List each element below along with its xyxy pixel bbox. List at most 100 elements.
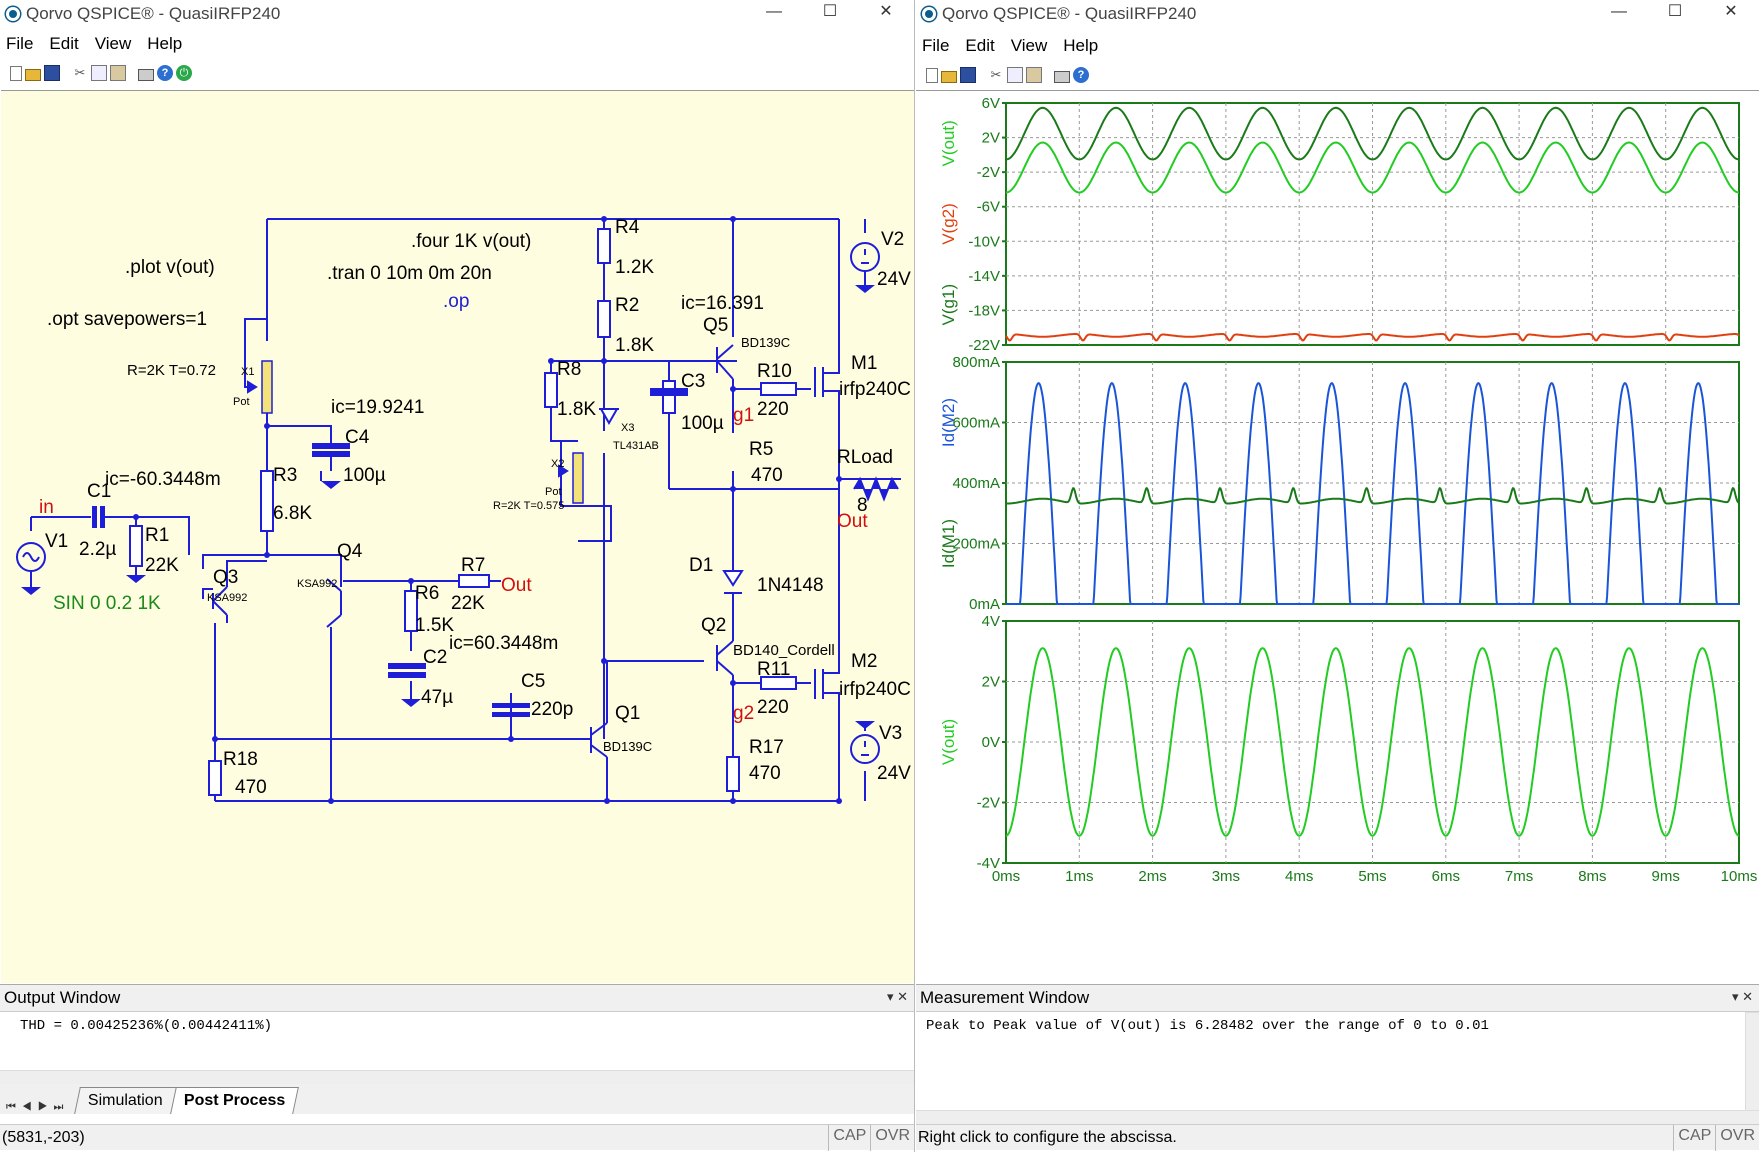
plot-directive[interactable]: .plot v(out) xyxy=(125,257,215,278)
output-window-header: Output Window ▾ ✕ xyxy=(0,984,914,1012)
out-label-2: Out xyxy=(501,575,532,596)
r2-value: 1.8K xyxy=(615,335,654,356)
measurement-vertical-scrollbar[interactable] xyxy=(1745,1012,1759,1112)
output-window-body[interactable]: THD = 0.00425236%(0.00442411%) xyxy=(0,1012,914,1070)
menu-file[interactable]: File xyxy=(922,36,950,55)
cut-icon[interactable]: ✂ xyxy=(990,67,1002,82)
x2-label: X2 xyxy=(551,458,564,470)
q4-model: KSA992 xyxy=(297,578,337,590)
y-tick-label: 200mA xyxy=(952,536,1000,553)
print-icon[interactable] xyxy=(1054,70,1070,83)
minimize-button[interactable]: — xyxy=(766,3,782,20)
m2-label: M2 xyxy=(851,651,877,672)
help-icon[interactable]: ? xyxy=(157,65,173,81)
title-bar: Qorvo QSPICE® - QuasiIRFP240 — ☐ ✕ xyxy=(916,0,1759,28)
menu-edit[interactable]: Edit xyxy=(49,34,79,53)
menu-edit[interactable]: Edit xyxy=(965,36,995,55)
y-tick-label: 2V xyxy=(982,674,1000,691)
help-icon[interactable]: ? xyxy=(1073,67,1089,83)
r3-label: R3 xyxy=(273,465,297,486)
overwrite-indicator: OVR xyxy=(870,1125,914,1151)
d1-model: 1N4148 xyxy=(757,575,824,596)
series-line xyxy=(1005,647,1740,837)
q5-ic-label: ic=16.391 xyxy=(681,293,764,314)
run-simulation-icon[interactable]: ⏻ xyxy=(176,65,192,81)
tran-directive[interactable]: .tran 0 10m 0m 20n xyxy=(327,263,492,284)
thd-output-text: THD = 0.00425236%(0.00442411%) xyxy=(20,1018,273,1034)
toolbar: ✂ ? ⏻ xyxy=(0,60,914,86)
four-directive[interactable]: .four 1K v(out) xyxy=(411,231,531,252)
tab-nav-arrows[interactable]: ⏮◀▶⏭ xyxy=(6,1101,70,1113)
y-tick-label: -10V xyxy=(968,233,1000,250)
save-icon[interactable] xyxy=(44,65,60,81)
status-bar: Right click to configure the abscissa. C… xyxy=(916,1124,1759,1151)
minimize-button[interactable]: — xyxy=(1611,3,1627,20)
v3-value: 24V xyxy=(877,763,911,784)
tab-post-process[interactable]: Post Process xyxy=(170,1087,300,1114)
r1-value: 22K xyxy=(145,555,179,576)
y-tick-label: 6V xyxy=(982,95,1000,112)
out-node-label: Out xyxy=(837,511,868,532)
v1-source-spec: SIN 0 0.2 1K xyxy=(53,593,161,614)
maximize-button[interactable]: ☐ xyxy=(1667,3,1683,20)
close-button[interactable]: ✕ xyxy=(879,3,893,20)
paste-icon[interactable] xyxy=(1026,67,1042,83)
tab-simulation[interactable]: Simulation xyxy=(74,1087,178,1114)
measurement-window-body[interactable]: Peak to Peak value of V(out) is 6.28482 … xyxy=(916,1012,1759,1112)
y-tick-label: -14V xyxy=(968,268,1000,285)
menu-file[interactable]: File xyxy=(6,34,34,53)
axis-label: V(g1) xyxy=(939,284,958,326)
g1-node-label: g1 xyxy=(733,405,754,426)
r6-label: R6 xyxy=(415,583,439,604)
c4-label: C4 xyxy=(345,427,370,448)
menu-view[interactable]: View xyxy=(94,34,132,53)
status-hint: Right click to configure the abscissa. xyxy=(918,1128,1177,1146)
v2-value: 24V xyxy=(877,269,911,290)
v3-label: V3 xyxy=(879,723,902,744)
copy-icon[interactable] xyxy=(91,65,107,81)
menu-view[interactable]: View xyxy=(1010,36,1048,55)
output-horizontal-scrollbar[interactable] xyxy=(0,1070,914,1084)
g2-node-label: g2 xyxy=(733,703,754,724)
open-folder-icon[interactable] xyxy=(25,68,41,81)
schematic-canvas[interactable]: .four 1K v(out) .tran 0 10m 0m 20n .op .… xyxy=(1,90,914,983)
q2-model: BD140_Cordell xyxy=(733,642,835,659)
q1-model: BD139C xyxy=(603,739,652,754)
y-tick-label: 600mA xyxy=(952,415,1000,432)
pane-controls[interactable]: ▾ ✕ xyxy=(1731,989,1753,1004)
open-folder-icon[interactable] xyxy=(941,70,957,83)
r6-value: 1.5K xyxy=(415,615,454,636)
opt-directive[interactable]: .opt savepowers=1 xyxy=(47,309,207,330)
r11-label: R11 xyxy=(757,659,790,680)
pane-controls[interactable]: ▾ ✕ xyxy=(886,989,908,1004)
status-bar: (5831,-203) CAP OVR xyxy=(0,1124,914,1151)
menu-help[interactable]: Help xyxy=(147,34,183,53)
close-button[interactable]: ✕ xyxy=(1724,3,1738,20)
q3-label: Q3 xyxy=(213,567,238,588)
maximize-button[interactable]: ☐ xyxy=(822,3,838,20)
save-icon[interactable] xyxy=(960,67,976,83)
app-logo-icon xyxy=(6,7,20,21)
new-file-icon[interactable] xyxy=(926,67,938,83)
cut-icon[interactable]: ✂ xyxy=(74,65,86,80)
axis-label: V(out) xyxy=(939,719,958,765)
print-icon[interactable] xyxy=(138,68,154,81)
r4-label: R4 xyxy=(615,217,640,238)
copy-icon[interactable] xyxy=(1007,67,1023,83)
y-tick-label: 4V xyxy=(982,613,1000,630)
r1-label: R1 xyxy=(145,525,169,546)
x1-label: X1 xyxy=(241,366,254,378)
paste-icon[interactable] xyxy=(110,65,126,81)
m1-label: M1 xyxy=(851,353,877,374)
menu-help[interactable]: Help xyxy=(1063,36,1099,55)
m2-model: irfp240C xyxy=(839,679,911,700)
m1-model: irfp240C xyxy=(839,379,911,400)
new-file-icon[interactable] xyxy=(10,65,22,81)
op-directive[interactable]: .op xyxy=(443,291,469,312)
rload-label: RLoad xyxy=(837,447,893,468)
x-tick-label: 7ms xyxy=(1505,868,1533,885)
series-line xyxy=(1006,382,1739,605)
measurement-window-title: Measurement Window xyxy=(920,988,1090,1007)
measurement-horizontal-scrollbar[interactable] xyxy=(916,1110,1759,1124)
